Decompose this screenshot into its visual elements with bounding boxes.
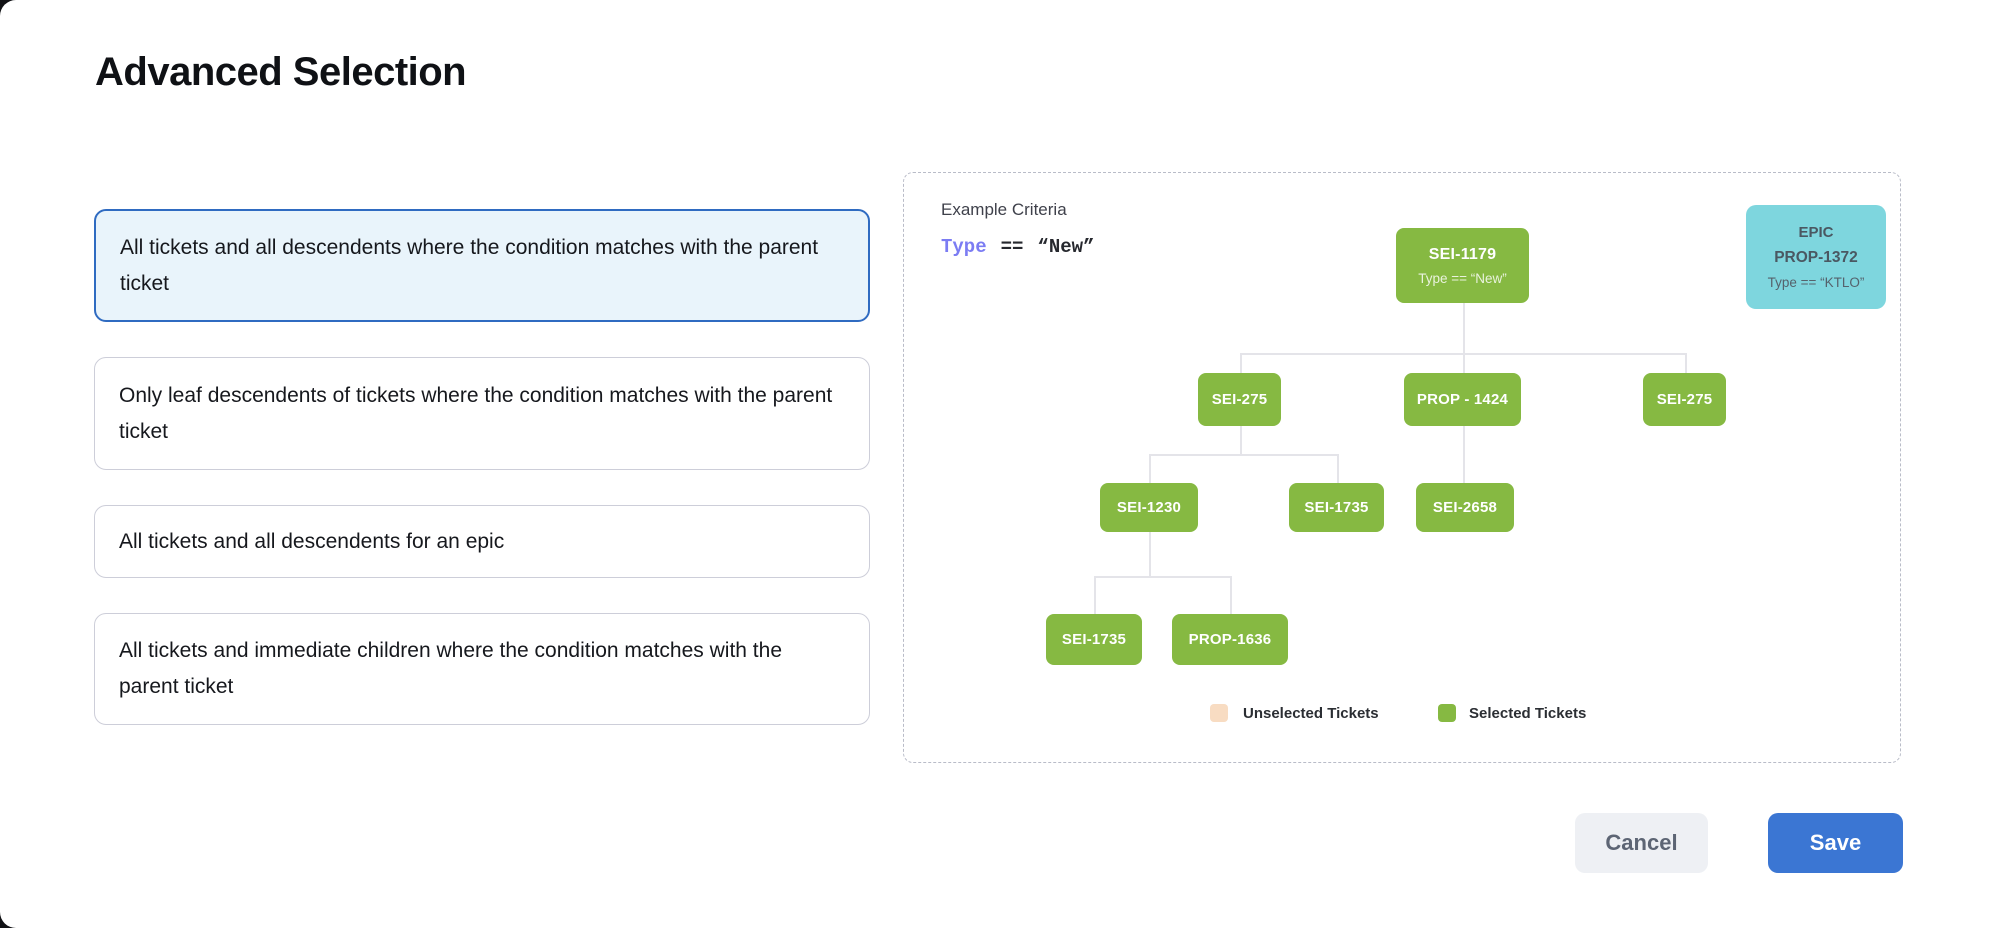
tree-connector (1149, 454, 1337, 456)
node-condition: Type == “New” (1418, 270, 1507, 286)
node-id: SEI-1179 (1428, 245, 1497, 263)
tree-connector (1094, 576, 1230, 578)
tree-node: SEI-1230 (1100, 483, 1198, 532)
tree-connector (1463, 303, 1465, 353)
node-id: SEI-2658 (1432, 499, 1498, 516)
option-label: All tickets and immediate children where… (119, 639, 782, 698)
tree-connector (1463, 426, 1465, 483)
option-card-all-descendents-condition[interactable]: All tickets and all descendents where th… (94, 209, 870, 322)
legend-label-unselected: Unselected Tickets (1243, 705, 1379, 722)
criteria-field: Type (941, 236, 987, 258)
tree-node: PROP - 1424 (1404, 373, 1521, 426)
node-id: PROP-1636 (1188, 631, 1272, 648)
tree-node: SEI-1735 (1046, 614, 1142, 665)
epic-condition: Type == “KTLO” (1767, 275, 1865, 290)
legend-label-selected: Selected Tickets (1469, 705, 1587, 722)
tree-node-root: SEI-1179 Type == “New” (1396, 228, 1529, 303)
option-label: All tickets and all descendents where th… (120, 235, 819, 295)
criteria-operator: == (1000, 236, 1024, 258)
option-card-all-descendents-epic[interactable]: All tickets and all descendents for an e… (94, 505, 870, 578)
page-title: Advanced Selection (95, 50, 467, 94)
example-panel: Example Criteria Type == “New” EPIC PROP… (903, 172, 1901, 763)
tree-connector (1685, 353, 1687, 373)
option-label: All tickets and all descendents for an e… (119, 529, 505, 553)
node-id: SEI-275 (1656, 391, 1713, 408)
epic-type-label: EPIC (1798, 224, 1834, 241)
option-card-leaf-descendents-condition[interactable]: Only leaf descendents of tickets where t… (94, 357, 870, 470)
tree-connector (1149, 454, 1151, 483)
criteria-value: “New” (1037, 236, 1095, 258)
tree-connector (1240, 353, 1242, 373)
epic-id: PROP-1372 (1774, 249, 1858, 266)
node-id: SEI-1735 (1061, 631, 1127, 648)
tree-connector (1094, 576, 1096, 614)
tree-connector (1230, 576, 1232, 614)
example-criteria-label: Example Criteria (941, 200, 1067, 219)
node-id: SEI-275 (1211, 391, 1268, 408)
epic-card: EPIC PROP-1372 Type == “KTLO” (1746, 205, 1886, 309)
cancel-button[interactable]: Cancel (1575, 813, 1708, 873)
tree-connector (1240, 353, 1685, 355)
tree-node: SEI-275 (1198, 373, 1281, 426)
tree-connector (1149, 532, 1151, 576)
option-label: Only leaf descendents of tickets where t… (119, 383, 833, 443)
node-id: SEI-1230 (1116, 499, 1182, 516)
node-id: SEI-1735 (1304, 499, 1369, 516)
tree-connector (1337, 454, 1339, 483)
legend-swatch-selected (1438, 704, 1456, 722)
save-button[interactable]: Save (1768, 813, 1903, 873)
tree-node: SEI-1735 (1289, 483, 1384, 532)
tree-connector (1240, 426, 1242, 454)
tree-node: SEI-2658 (1416, 483, 1514, 532)
tree-connector (1463, 353, 1465, 373)
node-id: PROP - 1424 (1416, 391, 1509, 408)
legend-swatch-unselected (1210, 704, 1228, 722)
tree-node: PROP-1636 (1172, 614, 1288, 665)
option-card-immediate-children-condition[interactable]: All tickets and immediate children where… (94, 613, 870, 725)
tree-node: SEI-275 (1643, 373, 1726, 426)
example-criteria-expression: Type == “New” (941, 236, 1094, 258)
